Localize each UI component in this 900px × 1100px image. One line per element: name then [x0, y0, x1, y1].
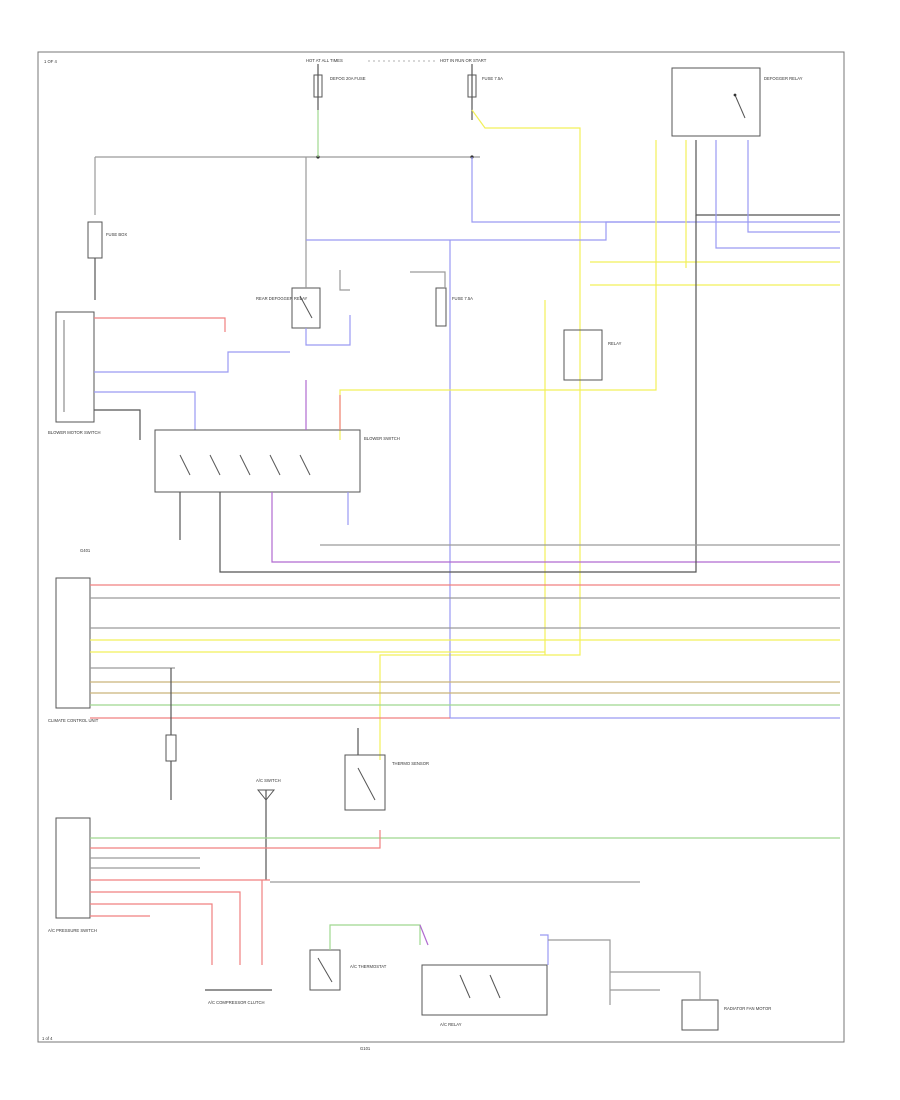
- rear-defogger-relay: REAR DEFOGGER RELAY: [256, 287, 321, 329]
- a-c-thermostat-label: A/C THERMOSTAT: [350, 964, 387, 969]
- right-relay-label: RELAY: [608, 341, 622, 346]
- rear-defogger-relay-label: REAR DEFOGGER RELAY: [256, 296, 308, 301]
- a-c-relay: A/C RELAY: [421, 964, 548, 1027]
- climate-control-connector: CLIMATE CONTROL UNIT: [48, 577, 99, 723]
- left-fuse-box-label: FUSE BOX: [106, 232, 127, 237]
- a-c-pressure-switch: A/C PRESSURE SWITCH: [48, 817, 97, 933]
- fuse-defog-label: DEFOG 20A FUSE: [330, 76, 366, 81]
- bus-label-hot-run-start: HOT IN RUN OR START: [440, 58, 487, 63]
- blower-motor-switch-label: BLOWER MOTOR SWITCH: [48, 430, 101, 435]
- blower-switch-block: BLOWER SWITCH: [154, 429, 400, 493]
- a-c-switch: A/C SWITCH: [256, 778, 281, 880]
- radiator-fan-motor: RADIATOR FAN MOTOR: [681, 999, 771, 1031]
- climate-control-label: CLIMATE CONTROL UNIT: [48, 718, 99, 723]
- right-relay: RELAY: [563, 329, 622, 381]
- a-c-relay-label: A/C RELAY: [440, 1022, 462, 1027]
- fuse-defog: DEFOG 20A FUSE: [313, 64, 366, 110]
- a-c-pressure-switch-label: A/C PRESSURE SWITCH: [48, 928, 97, 933]
- ground-bottom-label: G101: [360, 1046, 371, 1051]
- page-label: 1 OF 4: [44, 59, 57, 64]
- thermo-sensor-label: THERMO SENSOR: [392, 761, 429, 766]
- blower-switch-label: BLOWER SWITCH: [364, 436, 400, 441]
- a-c-switch-label: A/C SWITCH: [256, 778, 281, 783]
- defogger-relay: DEFOGGER RELAY: [671, 67, 803, 137]
- fuse-7-5a-center-label: FUSE 7.5A: [452, 296, 473, 301]
- left-fuse-box: FUSE BOX: [87, 221, 127, 300]
- fuse-7-5a-top-label: FUSE 7.5A: [482, 76, 503, 81]
- defogger-relay-label: DEFOGGER RELAY: [764, 76, 803, 81]
- blower-motor-switch-module: BLOWER MOTOR SWITCH: [48, 311, 101, 435]
- footer-label: 1 of 4: [42, 1036, 53, 1041]
- compressor-clutch-label: A/C COMPRESSOR CLUTCH: [208, 1000, 265, 1005]
- fuse-7-5a-center: FUSE 7.5A: [435, 287, 473, 327]
- thermo-sensor: THERMO SENSOR: [344, 754, 429, 811]
- left-ground-label: G401: [80, 548, 91, 553]
- diagram-border: [37, 51, 845, 1043]
- a-c-thermostat: A/C THERMOSTAT: [309, 949, 387, 991]
- bus-label-hot-all-times: HOT AT ALL TIMES: [306, 58, 343, 63]
- a-c-compressor-clutch: A/C COMPRESSOR CLUTCH: [205, 989, 272, 1005]
- radiator-fan-motor-label: RADIATOR FAN MOTOR: [724, 1006, 771, 1011]
